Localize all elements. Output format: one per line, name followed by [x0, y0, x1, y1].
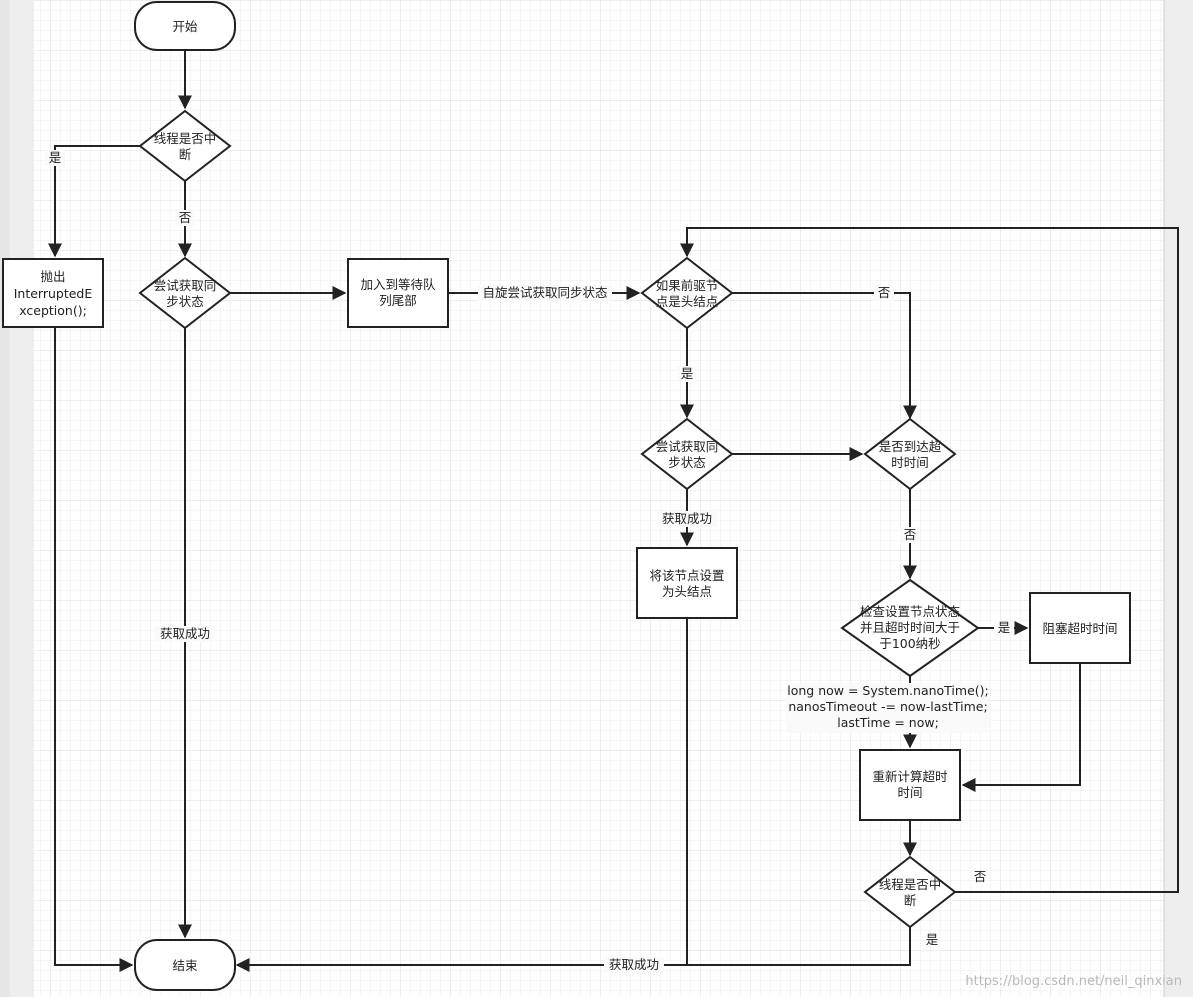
label-code-line-3: lastTime = now;: [837, 715, 939, 730]
label-code-line-2: nanosTimeout -= now-lastTime;: [788, 699, 987, 714]
node-interrupt-check-2[interactable]: 线程是否中 断: [863, 855, 957, 929]
svg-text:线程是否中: 线程是否中: [154, 131, 217, 146]
node-timeout-reached[interactable]: 是否到达超 时时间: [863, 417, 957, 491]
svg-text:列尾部: 列尾部: [379, 293, 417, 308]
label-acquired-1: 获取成功: [160, 626, 210, 641]
label-spin: 自旋尝试获取同步状态: [482, 285, 607, 300]
svg-text:将该节点设置: 将该节点设置: [649, 568, 724, 583]
node-throw-exception[interactable]: 抛出 InterruptedE xception();: [2, 258, 104, 328]
svg-text:尝试获取同: 尝试获取同: [656, 439, 719, 454]
svg-text:时间: 时间: [897, 785, 922, 800]
label-no-1: 否: [179, 210, 192, 225]
label-yes-block: 是: [998, 620, 1011, 635]
label-no-pred: 否: [878, 285, 891, 300]
node-check-state[interactable]: 检查设置节点状态 并且超时时间大于 于100纳秒: [840, 578, 980, 678]
node-recalculate-timeout[interactable]: 重新计算超时 时间: [859, 749, 961, 821]
svg-text:加入到等待队: 加入到等待队: [360, 277, 436, 292]
svg-text:断: 断: [904, 893, 917, 908]
node-block[interactable]: 阻塞超时时间: [1029, 592, 1131, 664]
svg-text:xception();: xception();: [19, 303, 87, 318]
svg-text:检查设置节点状态: 检查设置节点状态: [860, 604, 960, 619]
node-predecessor-is-head[interactable]: 如果前驱节 点是头结点: [640, 256, 734, 330]
label-no-interrupt: 否: [974, 869, 987, 884]
node-end[interactable]: 结束: [134, 939, 236, 991]
label-acquired-2: 获取成功: [662, 511, 712, 526]
svg-text:于100纳秒: 于100纳秒: [879, 636, 940, 651]
svg-text:如果前驱节: 如果前驱节: [656, 278, 719, 293]
left-scrollbar[interactable]: [0, 0, 10, 997]
svg-text:InterruptedE: InterruptedE: [14, 286, 93, 301]
svg-text:为头结点: 为头结点: [662, 584, 712, 599]
node-try-acquire-1[interactable]: 尝试获取同 步状态: [138, 256, 232, 330]
svg-text:是否到达超: 是否到达超: [879, 439, 942, 454]
label-yes-interrupt: 是: [926, 932, 939, 947]
label-acquired-3: 获取成功: [609, 957, 659, 972]
label-yes-pred: 是: [681, 366, 694, 381]
svg-text:点是头结点: 点是头结点: [656, 294, 719, 309]
svg-text:时时间: 时时间: [891, 455, 929, 470]
node-start[interactable]: 开始: [134, 1, 236, 51]
svg-text:断: 断: [179, 147, 192, 162]
label-code-line-1: long now = System.nanoTime();: [787, 683, 988, 698]
svg-text:开始: 开始: [172, 19, 198, 34]
svg-text:步状态: 步状态: [166, 294, 204, 309]
svg-text:结束: 结束: [172, 958, 198, 973]
svg-text:步状态: 步状态: [668, 455, 706, 470]
svg-text:重新计算超时: 重新计算超时: [872, 769, 948, 784]
svg-text:尝试获取同: 尝试获取同: [154, 278, 217, 293]
node-interrupt-check-1[interactable]: 线程是否中 断: [138, 109, 232, 183]
svg-text:并且超时时间大于: 并且超时时间大于: [860, 620, 960, 635]
svg-text:抛出: 抛出: [40, 269, 65, 284]
node-set-head[interactable]: 将该节点设置 为头结点: [636, 547, 738, 619]
node-try-acquire-2[interactable]: 尝试获取同 步状态: [640, 417, 734, 491]
label-no-timeout: 否: [904, 527, 917, 542]
edge-labels: 是 否 自旋尝试获取同步状态 获取成功 否 是 获取成功 否 是 long no…: [45, 150, 1014, 973]
svg-text:线程是否中: 线程是否中: [879, 877, 942, 892]
label-yes-1: 是: [49, 150, 62, 165]
svg-text:阻塞超时时间: 阻塞超时时间: [1042, 621, 1117, 636]
node-enqueue[interactable]: 加入到等待队 列尾部: [347, 258, 449, 328]
watermark: https://blog.csdn.net/neil_qinxian: [965, 974, 1182, 989]
